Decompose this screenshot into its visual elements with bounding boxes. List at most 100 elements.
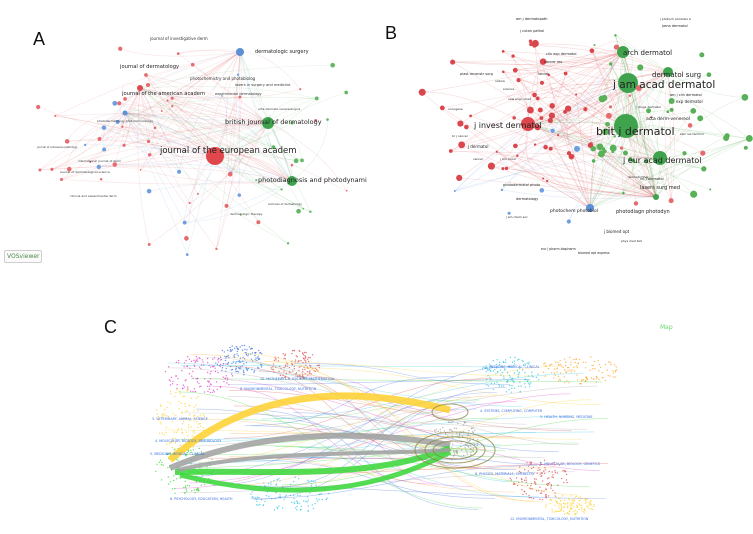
- overlay-point: [242, 356, 244, 359]
- network-a-edge: [139, 87, 282, 190]
- network-b-edge: [530, 43, 669, 73]
- overlay-point: [192, 449, 195, 451]
- network-a-node: [112, 100, 118, 106]
- overlay-point: [224, 359, 227, 362]
- network-a-edge: [124, 112, 188, 255]
- network-b-edge: [454, 123, 529, 192]
- overlay-point: [496, 358, 498, 361]
- overlay-point: [526, 362, 528, 364]
- overlay-point: [186, 410, 189, 412]
- overlay-point: [562, 510, 565, 512]
- overlay-point: [604, 379, 607, 382]
- overlay-point: [551, 511, 554, 513]
- network-a-label: journal of dermatological science: [59, 170, 110, 174]
- overlay-point: [296, 505, 298, 508]
- overlay-point: [527, 470, 529, 472]
- overlay-point: [172, 412, 174, 415]
- overlay-point: [559, 363, 562, 366]
- network-b-node: [653, 194, 659, 200]
- overlay-point: [283, 498, 285, 501]
- overlay-point: [488, 368, 491, 371]
- overlay-point: [484, 367, 486, 369]
- overlay-point: [209, 385, 211, 388]
- overlay-citation-curve: [275, 446, 590, 487]
- overlay-point: [513, 381, 515, 384]
- network-b-node: [521, 117, 535, 131]
- network-b-node: [534, 124, 541, 131]
- overlay-point: [284, 365, 286, 368]
- overlay-point: [210, 384, 212, 386]
- overlay-point: [548, 482, 551, 484]
- network-a-edge: [98, 122, 269, 168]
- overlay-point: [241, 349, 244, 351]
- overlay-point: [476, 442, 478, 445]
- network-a-node: [171, 104, 174, 108]
- overlay-point: [215, 362, 217, 364]
- overlay-point: [568, 499, 570, 501]
- overlay-point: [279, 496, 281, 499]
- overlay-point: [258, 358, 261, 360]
- network-b-edge: [601, 153, 661, 165]
- network-b-label: photochem photobiol: [550, 208, 598, 214]
- overlay-point: [523, 490, 526, 493]
- overlay-point: [515, 477, 518, 479]
- overlay-point: [437, 434, 439, 437]
- overlay-point: [277, 360, 280, 362]
- network-b-edge: [461, 144, 657, 198]
- overlay-point: [296, 509, 298, 511]
- overlay-point: [222, 364, 224, 367]
- network-a-node: [314, 119, 318, 122]
- overlay-point: [556, 501, 558, 504]
- overlay-point: [170, 376, 173, 379]
- overlay-point: [574, 361, 576, 364]
- overlay-point: [292, 481, 295, 483]
- overlay-point: [574, 496, 577, 498]
- overlay-point: [520, 385, 522, 387]
- overlay-point: [554, 374, 557, 376]
- network-b-label: j drugs dermatol: [635, 105, 661, 109]
- panel-label-c: C: [104, 317, 117, 337]
- network-a-node: [176, 52, 180, 55]
- overlay-point: [456, 452, 458, 455]
- overlay-point: [452, 450, 455, 452]
- network-b-node: [512, 67, 518, 73]
- overlay-point: [518, 371, 521, 374]
- overlay-point: [444, 433, 447, 436]
- network-a-edge: [138, 87, 149, 142]
- overlay-point: [250, 358, 253, 361]
- overlay-point: [459, 445, 462, 448]
- overlay-point: [453, 427, 456, 429]
- network-a-node: [188, 202, 191, 205]
- network-b-label: biomed opt express: [578, 251, 610, 255]
- overlay-point: [527, 379, 529, 381]
- network-b-edge: [502, 51, 627, 127]
- overlay-point: [458, 448, 460, 450]
- overlay-point: [200, 425, 202, 427]
- overlay-point: [470, 448, 473, 450]
- overlay-point: [328, 492, 330, 495]
- overlay-point: [212, 389, 215, 392]
- overlay-point: [163, 413, 165, 415]
- overlay-point: [187, 356, 189, 358]
- overlay-point: [525, 481, 528, 484]
- overlay-point: [175, 375, 177, 377]
- network-b-node: [548, 112, 556, 119]
- overlay-point: [158, 461, 160, 464]
- overlay-ellipse: [432, 440, 478, 460]
- network-b-edge: [496, 151, 657, 198]
- overlay-point: [567, 502, 569, 504]
- network-b-label: cancer res: [544, 60, 562, 64]
- network-a-edge: [167, 100, 293, 182]
- network-b-edge: [627, 82, 750, 139]
- overlay-point: [524, 378, 526, 381]
- network-b-edge: [589, 47, 617, 209]
- overlay-citation-curve: [293, 412, 559, 452]
- overlay-point: [254, 497, 256, 499]
- network-b-label: oncogene: [448, 107, 463, 111]
- overlay-point: [202, 413, 205, 416]
- overlay-point: [469, 439, 471, 442]
- overlay-point: [558, 504, 560, 507]
- overlay-point: [229, 346, 231, 349]
- network-a-edge: [214, 155, 282, 190]
- overlay-point: [435, 428, 437, 431]
